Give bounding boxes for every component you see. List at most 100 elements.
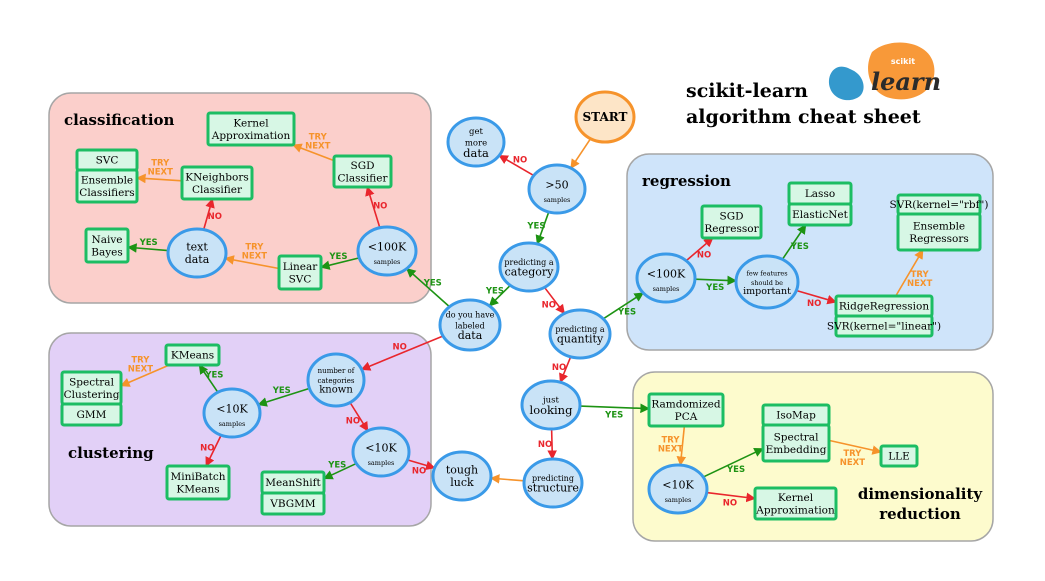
node-shape-num-categories	[306, 352, 366, 408]
edge-label-lt100k-reg-to-sgd-regressor: NO	[697, 251, 711, 261]
title-line-1: scikit-learn	[686, 80, 808, 102]
box-shape-kernel-approx-class	[206, 111, 296, 147]
box-text-gmm-0: GMM	[77, 409, 107, 421]
region-label-clustering: clustering	[68, 444, 154, 462]
box-shape-randomized-pca	[647, 392, 725, 428]
edge-label-just-looking-to-randomized-pca: YES	[604, 410, 623, 420]
edge-lt100k-class-to-sgd-classifier	[365, 186, 381, 228]
box-text-ensemble-classifiers-1: Classifiers	[79, 187, 134, 199]
region-label-regression: regression	[642, 172, 731, 190]
edge-gt50-to-predicting-category	[535, 211, 550, 245]
edge-label-lt10k-dim-to-spectral-embedding: YES	[726, 465, 745, 475]
box-text-randomized-pca-0: Ramdomized	[651, 398, 720, 410]
box-kmeans: KMeans	[164, 343, 221, 367]
box-svr-rbf: SVR(kernel="rbf")	[890, 193, 988, 216]
node-shape-lt100k-reg	[635, 252, 697, 304]
box-text-randomized-pca-1: PCA	[675, 411, 698, 423]
edge-lt10k-cluster-b-to-meanshift	[323, 462, 357, 480]
node-gt50: >50 samples	[527, 163, 587, 215]
edge-label-labeled-data-to-num-categories: NO	[393, 342, 407, 352]
box-text-kernel-approx-class-1: Approximation	[211, 130, 291, 142]
logo-big-text: learn	[871, 67, 941, 96]
box-text-sgd-regressor-1: Regressor	[704, 223, 759, 235]
node-text-gt50-0: >50	[545, 178, 568, 191]
box-text-minibatch-kmeans-1: KMeans	[176, 483, 219, 495]
edge-randomized-pca-to-lt10k-dim	[676, 425, 687, 467]
box-shape-ensemble-classifiers	[75, 168, 139, 204]
edge-label-predicting-quantity-to-lt100k-reg: YES	[617, 308, 636, 318]
node-text-text-data-1: data	[185, 253, 210, 266]
edge-lt10k-cluster-b-to-tough-luck	[407, 459, 436, 471]
region-label-dimensionality-2: reduction	[879, 505, 961, 523]
node-text-text-data-0: text	[186, 240, 208, 253]
node-start: START	[574, 90, 636, 144]
node-text-labeled-data-2: data	[458, 329, 483, 342]
box-text-spectral-clustering-0: Spectral	[69, 376, 115, 388]
box-text-sgd-regressor-0: SGD	[720, 210, 744, 222]
box-shape-lle	[879, 444, 919, 468]
node-sub-lt10k-cluster-a: samples	[219, 420, 246, 428]
edge-lt100k-class-to-linear-svc	[320, 257, 360, 270]
box-shape-spectral-embedding	[761, 423, 831, 463]
node-sub-lt100k-class: samples	[374, 258, 401, 266]
edge-label-gt50-to-predicting-category: YES	[526, 222, 545, 232]
node-text-lt10k-cluster-b-0: <10K	[365, 441, 397, 454]
box-shape-svr-linear	[834, 314, 934, 338]
box-text-ensemble-classifiers-0: Ensemble	[81, 174, 133, 186]
node-text-labeled-data-0: do you have	[446, 310, 495, 319]
edge-few-features-to-lasso	[781, 224, 807, 260]
node-text-just-looking-0: just	[542, 396, 559, 406]
edge-label-lt10k-cluster-a-to-kmeans: YES	[204, 371, 223, 381]
edge-ridge-regression-to-ensemble-regressors	[895, 249, 924, 297]
edge-text-data-to-naive-bayes	[127, 243, 169, 253]
box-text-spectral-clustering-1: Clustering	[64, 389, 120, 401]
node-shape-tough-luck	[431, 450, 493, 502]
box-text-kernel-approx-dim-0: Kernel	[778, 492, 814, 504]
box-text-naive-bayes-1: Bayes	[91, 246, 123, 258]
box-lasso: Lasso	[787, 181, 853, 206]
edge-linear-svc-to-text-data	[224, 255, 280, 270]
edge-label-predicting-category-to-labeled-data: YES	[485, 287, 504, 297]
edge-few-features-to-ridge-regression	[796, 289, 837, 305]
box-text-elasticnet-0: ElasticNet	[792, 209, 849, 221]
box-text-spectral-embedding-0: Spectral	[774, 431, 820, 443]
box-shape-gmm	[60, 402, 123, 427]
node-shape-start	[574, 90, 636, 144]
edge-lt10k-cluster-a-to-kmeans	[198, 364, 219, 393]
box-text-isomap-0: IsoMap	[776, 410, 816, 422]
edge-label-lt10k-cluster-a-to-minibatch-kmeans: NO	[200, 443, 214, 453]
edge-label-lt100k-reg-to-few-features: YES	[705, 283, 724, 293]
box-text-ridge-regression-0: RidgeRegression	[839, 301, 929, 313]
edge-label-num-categories-to-lt10k-cluster-a: YES	[272, 386, 291, 396]
node-sub-gt50: samples	[544, 196, 571, 204]
box-shape-elasticnet	[787, 202, 853, 227]
box-text-kneighbors-classifier-1: Classifier	[192, 184, 243, 196]
edge-num-categories-to-lt10k-cluster-a	[257, 387, 310, 407]
edge-predicting-category-to-labeled-data	[488, 284, 511, 307]
node-shape-predicting-category	[498, 241, 560, 293]
box-shape-ensemble-regressors	[896, 212, 982, 252]
edge-label-just-looking-to-predicting-structure: NO	[538, 440, 552, 450]
node-shape-get-more-data	[446, 116, 506, 168]
region-label-classification: classification	[64, 111, 175, 129]
edge-label-labeled-data-to-lt100k-class: YES	[423, 278, 442, 288]
edge-label-lt10k-cluster-b-to-tough-luck: NO	[412, 467, 426, 477]
edge-label-text-data-to-naive-bayes: YES	[139, 238, 158, 248]
box-shape-kmeans	[164, 343, 221, 367]
